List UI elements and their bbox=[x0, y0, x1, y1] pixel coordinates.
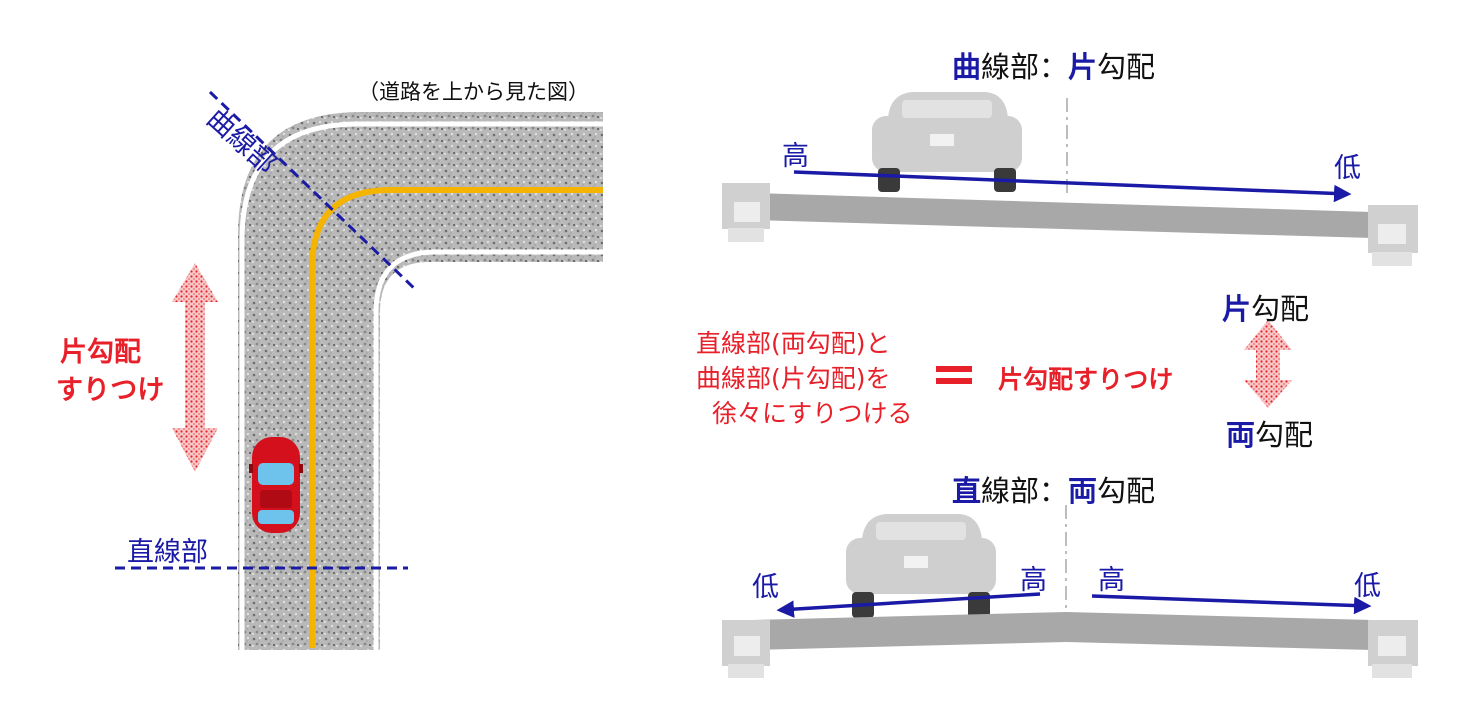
top-section-title: 曲線部：片勾配 bbox=[952, 44, 1155, 86]
equals-result-label: 片勾配すりつけ bbox=[998, 365, 1174, 394]
bottom-title-normal1: 線部： bbox=[981, 474, 1069, 508]
mid-bottom-normal: 勾配 bbox=[1255, 418, 1314, 452]
top-title-normal1: 線部： bbox=[981, 50, 1069, 84]
mid-bottom-bold: 両 bbox=[1226, 418, 1256, 452]
bottom-low-right-label: 低 bbox=[1354, 571, 1381, 602]
top-title-bold: 曲 bbox=[952, 50, 982, 84]
slope-arrow-bottom-left bbox=[776, 592, 1041, 618]
mid-superelevation-label: 片勾配 bbox=[1222, 286, 1309, 328]
top-view-caption: （道路を上から見た図） bbox=[358, 80, 589, 104]
explanation-line3: 徐々にすりつける bbox=[712, 399, 913, 428]
bottom-title-bold2: 両 bbox=[1068, 474, 1098, 508]
mid-crown-label: 両勾配 bbox=[1226, 412, 1313, 454]
top-title-bold2: 片 bbox=[1068, 50, 1098, 84]
slope-arrow-top bbox=[793, 170, 1352, 203]
mid-top-bold: 片 bbox=[1222, 292, 1252, 326]
right-parapet-bottom bbox=[1368, 620, 1418, 678]
top-high-label: 高 bbox=[782, 141, 809, 172]
bottom-high-left-label: 高 bbox=[1020, 565, 1047, 596]
slope-arrow-bottom-right bbox=[1091, 594, 1372, 615]
gray-car-top bbox=[872, 92, 1022, 192]
road-edge-line-outer bbox=[239, 121, 603, 650]
equals-bar-top bbox=[936, 366, 972, 372]
straight-section-label: 直線部 bbox=[127, 537, 208, 568]
road-top-view bbox=[238, 112, 603, 650]
cross-section-double-arrow bbox=[1244, 320, 1292, 408]
top-low-label: 低 bbox=[1334, 153, 1361, 184]
sloped-road-deck bbox=[752, 193, 1372, 238]
red-car bbox=[249, 437, 303, 533]
crowned-road-deck bbox=[752, 612, 1372, 650]
equals-bar-bottom bbox=[936, 378, 972, 384]
bottom-section-title: 直線部：両勾配 bbox=[952, 468, 1155, 510]
mid-top-normal: 勾配 bbox=[1251, 292, 1310, 326]
top-title-normal2: 勾配 bbox=[1097, 50, 1156, 84]
transition-label-line1: 片勾配 bbox=[60, 337, 141, 368]
bottom-title-bold: 直 bbox=[952, 474, 982, 508]
road-surface bbox=[238, 112, 603, 650]
road-edge-line-inner bbox=[373, 249, 603, 650]
bottom-high-right-label: 高 bbox=[1098, 565, 1125, 596]
bottom-title-normal2: 勾配 bbox=[1097, 474, 1156, 508]
bottom-cross-section bbox=[722, 505, 1418, 678]
left-parapet-top bbox=[722, 183, 770, 242]
transition-label-line2: すりつけ bbox=[56, 375, 165, 406]
explanation-line1: 直線部(両勾配)と bbox=[696, 329, 891, 358]
explanation-line2: 曲線部(片勾配)を bbox=[696, 364, 891, 393]
top-cross-section bbox=[722, 92, 1418, 266]
right-parapet-top bbox=[1368, 205, 1418, 266]
bottom-low-left-label: 低 bbox=[752, 572, 779, 603]
left-parapet-bottom bbox=[722, 620, 770, 678]
transition-double-arrow bbox=[172, 263, 218, 472]
